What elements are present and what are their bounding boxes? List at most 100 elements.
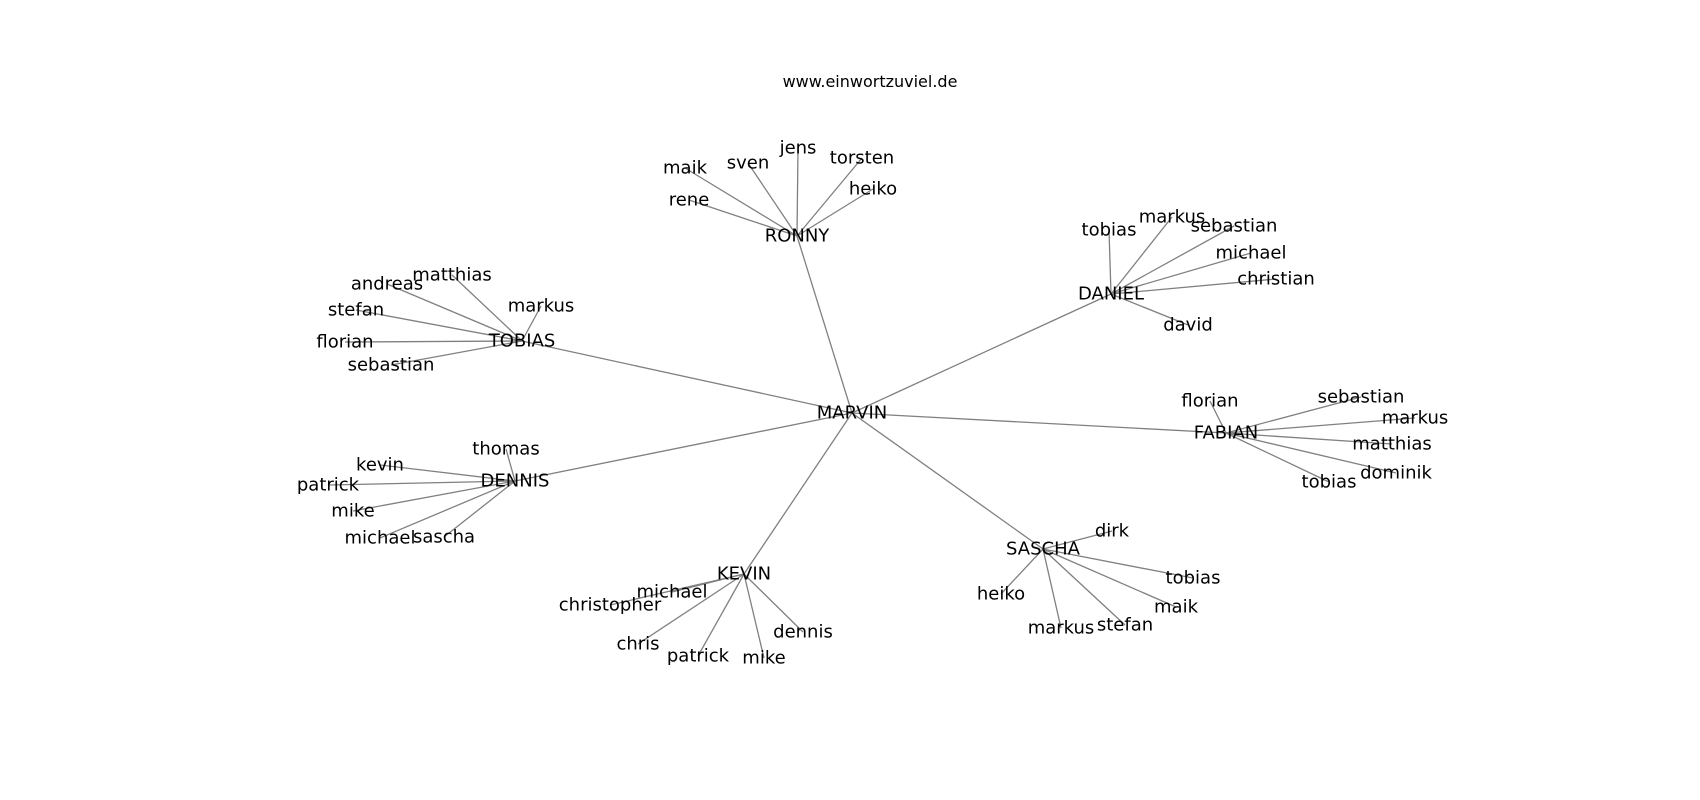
leaf-label-ronny-rene: rene bbox=[669, 190, 710, 211]
leaf-label-sascha-dirk: dirk bbox=[1095, 521, 1130, 542]
node-label-kevin: KEVIN bbox=[717, 564, 771, 585]
leaf-label-tobias-matthias: matthias bbox=[412, 265, 492, 286]
leaf-label-sascha-heiko: heiko bbox=[977, 584, 1025, 605]
leaf-label-fabian-matthias: matthias bbox=[1352, 434, 1432, 455]
edge-tobias-markus bbox=[521, 305, 542, 342]
leaf-label-dennis-mike: mike bbox=[331, 501, 374, 522]
leaf-label-ronny-sven: sven bbox=[727, 153, 770, 174]
edge-daniel-sebastian bbox=[1110, 225, 1235, 295]
node-label-fabian: FABIAN bbox=[1194, 423, 1258, 444]
edge-dennis-michael bbox=[379, 480, 516, 539]
edge-fabian-sebastian bbox=[1225, 396, 1362, 434]
edge-kevin-dennis bbox=[743, 573, 804, 633]
graph-edges bbox=[327, 147, 1416, 659]
leaf-label-tobias-andreas: andreas bbox=[351, 274, 423, 295]
leaf-label-tobias-stefan: stefan bbox=[328, 300, 384, 321]
leaf-label-dennis-thomas: thomas bbox=[472, 439, 539, 460]
edge-dennis-mike bbox=[352, 480, 516, 512]
edge-ronny-maik bbox=[684, 167, 798, 237]
leaf-label-dennis-michael: michael bbox=[345, 528, 416, 549]
leaf-label-daniel-sebastian: sebastian bbox=[1191, 216, 1278, 237]
edge-sascha-tobias bbox=[1042, 548, 1194, 579]
leaf-label-daniel-david: david bbox=[1163, 315, 1213, 336]
edge-fabian-dominik bbox=[1225, 432, 1397, 474]
edge-kevin-mike bbox=[743, 573, 765, 659]
edge-marvin-fabian bbox=[851, 412, 1227, 434]
edge-ronny-jens bbox=[796, 147, 799, 237]
leaf-label-fabian-dominik: dominik bbox=[1360, 463, 1432, 484]
leaf-label-tobias-sebastian: sebastian bbox=[348, 355, 435, 376]
edge-ronny-sven bbox=[747, 162, 798, 237]
node-label-sascha: SASCHA bbox=[1006, 539, 1081, 560]
edge-ronny-torsten bbox=[796, 157, 863, 237]
leaf-label-sascha-tobias: tobias bbox=[1166, 568, 1221, 589]
leaf-label-sascha-stefan: stefan bbox=[1097, 615, 1153, 636]
edge-daniel-markus bbox=[1110, 216, 1173, 295]
node-label-tobias: TOBIAS bbox=[488, 331, 556, 352]
leaf-label-dennis-kevin: kevin bbox=[356, 455, 404, 476]
site-title: www.einwortzuviel.de bbox=[783, 72, 958, 91]
node-label-dennis: DENNIS bbox=[481, 471, 550, 492]
edge-fabian-matthias bbox=[1225, 432, 1393, 445]
edge-dennis-sascha bbox=[443, 480, 516, 538]
node-label-daniel: DANIEL bbox=[1078, 284, 1144, 305]
graph-labels: MARVIN RONNY maik sven jens torsten heiko reneD… bbox=[297, 138, 1448, 669]
leaf-label-daniel-tobias: tobias bbox=[1082, 220, 1137, 241]
leaf-label-kevin-patrick: patrick bbox=[667, 646, 730, 667]
edge-ronny-heiko bbox=[796, 188, 874, 237]
leaf-label-dennis-sascha: sascha bbox=[413, 527, 475, 548]
edge-marvin-dennis bbox=[514, 412, 853, 482]
edge-sascha-maik bbox=[1042, 548, 1177, 608]
edge-marvin-tobias bbox=[521, 340, 853, 414]
edge-marvin-daniel bbox=[851, 293, 1112, 414]
node-label-ronny: RONNY bbox=[765, 226, 831, 247]
leaf-label-daniel-michael: michael bbox=[1216, 243, 1287, 264]
leaf-label-kevin-chris: chris bbox=[616, 634, 659, 655]
edge-marvin-kevin bbox=[743, 412, 853, 575]
leaf-label-fabian-markus: markus bbox=[1382, 408, 1449, 429]
edge-tobias-florian bbox=[344, 340, 523, 343]
leaf-label-daniel-markus: markus bbox=[1139, 207, 1206, 228]
edge-dennis-patrick bbox=[327, 480, 516, 486]
leaf-label-tobias-florian: florian bbox=[316, 332, 373, 353]
edge-tobias-sebastian bbox=[390, 340, 523, 366]
edge-sascha-heiko bbox=[1000, 548, 1044, 595]
edge-fabian-florian bbox=[1209, 400, 1227, 434]
edge-daniel-david bbox=[1110, 293, 1189, 326]
edge-sascha-stefan bbox=[1042, 548, 1126, 626]
edge-kevin-patrick bbox=[697, 573, 745, 657]
edge-fabian-tobias bbox=[1225, 432, 1330, 483]
edge-tobias-stefan bbox=[355, 309, 523, 342]
leaf-label-kevin-dennis: dennis bbox=[773, 622, 833, 643]
leaf-label-fabian-florian: florian bbox=[1181, 391, 1238, 412]
leaf-label-dennis-patrick: patrick bbox=[297, 475, 360, 496]
edge-daniel-tobias bbox=[1108, 229, 1112, 295]
leaf-label-ronny-maik: maik bbox=[663, 158, 708, 179]
leaf-label-sascha-markus: markus bbox=[1028, 618, 1095, 639]
leaf-label-ronny-torsten: torsten bbox=[830, 148, 894, 169]
edge-daniel-michael bbox=[1110, 252, 1252, 295]
edge-tobias-matthias bbox=[451, 274, 523, 342]
edge-fabian-markus bbox=[1225, 417, 1416, 434]
leaf-label-kevin-michael: michael bbox=[637, 582, 708, 603]
edge-dennis-thomas bbox=[505, 448, 516, 482]
node-label-marvin: MARVIN bbox=[817, 403, 887, 424]
leaf-label-ronny-heiko: heiko bbox=[849, 179, 897, 200]
edge-kevin-christopher bbox=[609, 573, 745, 606]
leaf-label-fabian-tobias: tobias bbox=[1302, 472, 1357, 493]
edge-ronny-rene bbox=[688, 199, 798, 237]
edge-sascha-markus bbox=[1042, 548, 1062, 629]
edge-marvin-ronny bbox=[796, 235, 853, 414]
leaf-label-kevin-christopher: christopher bbox=[559, 595, 662, 616]
leaf-label-kevin-mike: mike bbox=[742, 648, 785, 669]
edge-tobias-andreas bbox=[386, 283, 523, 342]
edge-marvin-sascha bbox=[851, 412, 1044, 550]
leaf-label-ronny-jens: jens bbox=[779, 138, 817, 159]
leaf-label-tobias-markus: markus bbox=[508, 296, 575, 317]
edge-kevin-chris bbox=[637, 573, 745, 645]
leaf-label-daniel-christian: christian bbox=[1237, 269, 1315, 290]
edge-daniel-christian bbox=[1110, 278, 1277, 295]
leaf-label-sascha-maik: maik bbox=[1154, 597, 1199, 618]
edge-dennis-kevin bbox=[379, 464, 516, 482]
